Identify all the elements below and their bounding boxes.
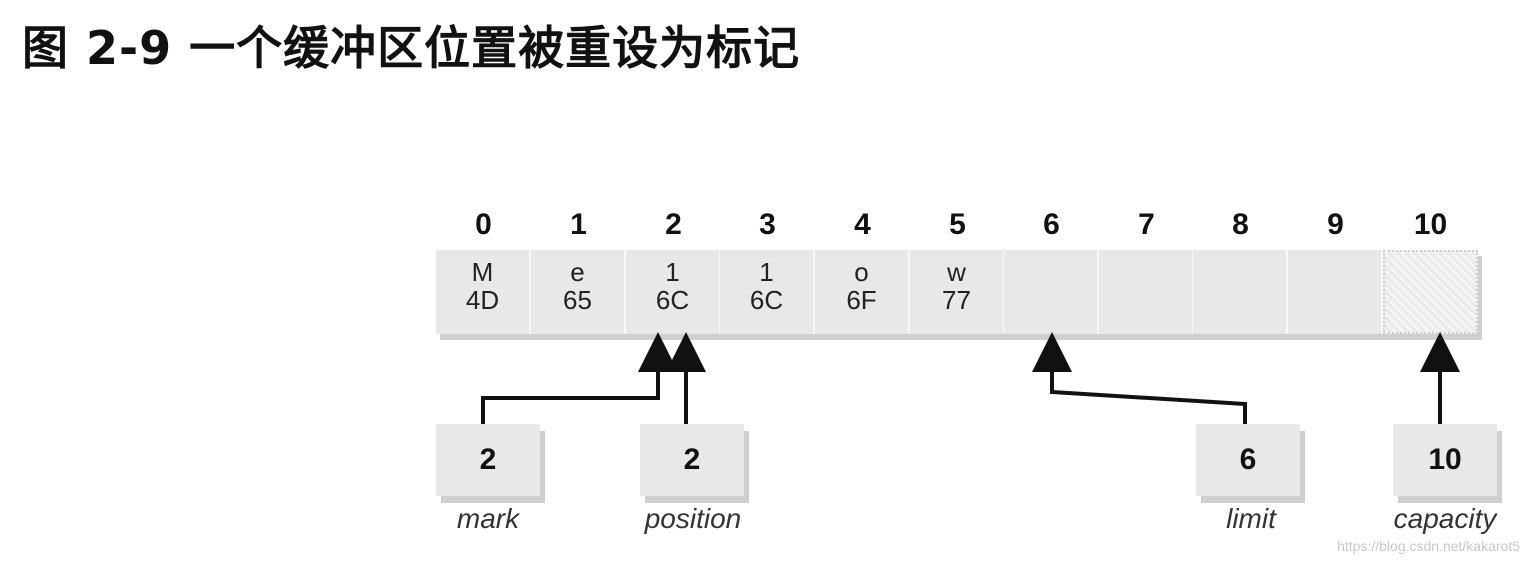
- capacity-label: capacity: [1393, 503, 1497, 534]
- limit-arrow: [1032, 332, 1247, 424]
- index-6: 6: [1043, 208, 1060, 241]
- cell-char: o: [854, 257, 869, 287]
- buffer-cell-0: M 4D: [436, 250, 531, 334]
- cell-hex: 6C: [749, 285, 784, 315]
- position-value-box: 2: [640, 424, 744, 496]
- limit-value-box: 6: [1196, 424, 1300, 496]
- buffer-cell-10-capacity-boundary: [1383, 250, 1478, 334]
- buffer-cell-9: [1288, 250, 1383, 334]
- cell-char: M: [471, 257, 494, 287]
- buffer-cell-1: e 65: [531, 250, 626, 334]
- cell-hex: 6C: [655, 285, 690, 315]
- buffer-cell-3: 1 6C: [720, 250, 815, 334]
- buffer-cell-4: o 6F: [815, 250, 910, 334]
- index-5: 5: [949, 208, 966, 241]
- index-8: 8: [1232, 208, 1249, 241]
- index-1: 1: [570, 208, 587, 241]
- limit-label: limit: [1226, 503, 1276, 534]
- index-9: 9: [1327, 208, 1344, 241]
- index-7: 7: [1138, 208, 1155, 241]
- mark-arrow: [481, 332, 678, 424]
- position-label: position: [644, 503, 742, 534]
- index-10: 10: [1413, 208, 1448, 241]
- mark-label: mark: [456, 503, 520, 534]
- index-4: 4: [854, 208, 871, 241]
- cell-hex: 6F: [846, 285, 877, 315]
- cell-hex: 77: [942, 285, 971, 315]
- watermark: https://blog.csdn.net/kakarot5: [1337, 538, 1520, 554]
- buffer-cell-8: [1193, 250, 1288, 334]
- mark-value-box: 2: [436, 424, 540, 496]
- cell-char: 1: [759, 257, 774, 287]
- capacity-value-box: 10: [1393, 424, 1497, 496]
- index-0: 0: [475, 208, 492, 241]
- buffer-cell-2: 1 6C: [626, 250, 721, 334]
- cell-hex: 4D: [465, 285, 500, 315]
- cell-hex: 65: [563, 285, 592, 315]
- index-3: 3: [759, 208, 776, 241]
- index-2: 2: [665, 208, 682, 241]
- cell-char: e: [570, 257, 585, 287]
- buffer-cell-6: [1004, 250, 1099, 334]
- figure-title: 图 2-9 一个缓冲区位置被重设为标记: [22, 21, 801, 75]
- buffer-cell-5: w 77: [910, 250, 1005, 334]
- cell-char: w: [947, 257, 966, 287]
- cell-char: 1: [665, 257, 680, 287]
